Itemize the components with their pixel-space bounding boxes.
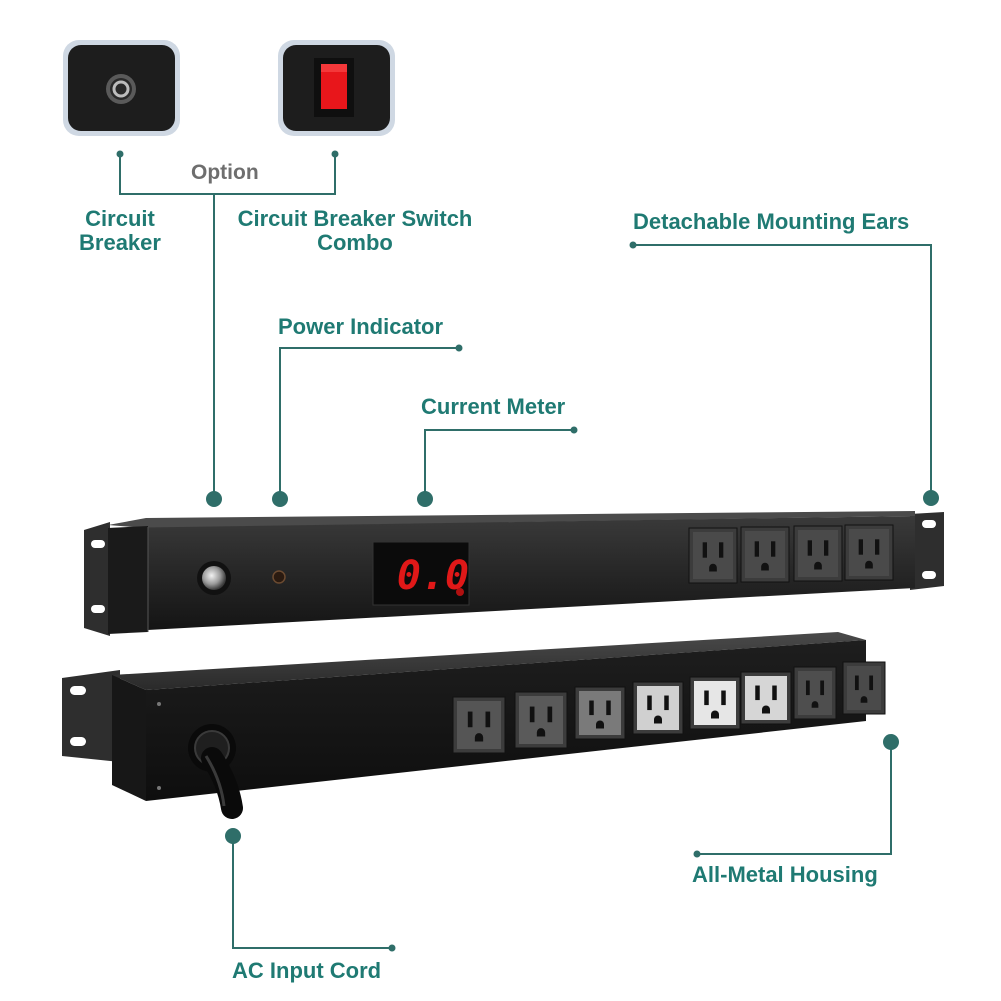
rear-outlet: [452, 696, 506, 754]
circuit-breaker-label-line2: Breaker: [79, 230, 161, 255]
left-mounting-ear: [84, 522, 110, 636]
leader-lines: [119, 154, 932, 949]
rear-outlet: [632, 681, 684, 735]
rear-outlet: [689, 676, 741, 730]
option-label: Option: [191, 161, 259, 184]
front-outlet: [844, 524, 894, 581]
rear-outlet: [514, 691, 568, 749]
front-outlets: [688, 524, 894, 584]
rear-outlets: [452, 661, 886, 754]
rear-pdu-unit: [62, 632, 886, 819]
right-mounting-ear: [910, 512, 944, 590]
leader-dots: [116, 150, 939, 952]
power-indicator-label: Power Indicator: [278, 314, 444, 339]
current-meter-label: Current Meter: [421, 394, 566, 419]
breaker-switch-combo-inset: [278, 40, 395, 136]
circuit-breaker-switch-combo-label: Circuit Breaker Switch Combo: [224, 207, 486, 255]
all-metal-housing-label: All-Metal Housing: [692, 862, 878, 887]
circuit-breaker-inset: [63, 40, 180, 136]
front-outlet: [740, 526, 790, 583]
switch-combo-label-line1: Circuit Breaker Switch: [237, 206, 473, 231]
switch-combo-label-line2: Combo: [317, 230, 393, 255]
front-outlet: [793, 525, 843, 582]
rear-outlet: [842, 661, 886, 715]
front-outlet: [688, 527, 738, 584]
rear-outlet: [793, 666, 837, 720]
circuit-breaker-label: Circuit Breaker: [64, 207, 176, 255]
circuit-breaker-label-line1: Circuit: [85, 206, 155, 231]
ac-input-cord-label: AC Input Cord: [232, 958, 382, 983]
detachable-mounting-ears-label: Detachable Mounting Ears: [633, 209, 910, 234]
front-pdu-unit: 0.0: [84, 511, 944, 636]
rear-outlet: [574, 686, 626, 740]
rear-outlet: [740, 671, 792, 725]
